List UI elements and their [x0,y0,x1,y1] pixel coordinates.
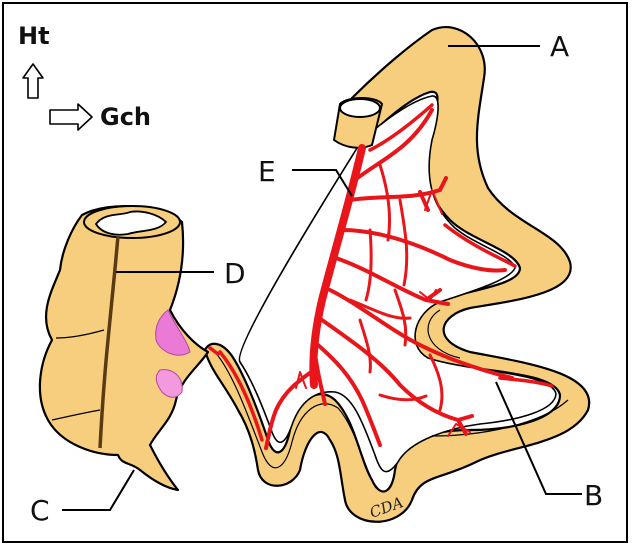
orientation-up-label: Ht [18,22,50,50]
small-intestine [205,27,589,522]
proximal-lumen [340,99,380,117]
label-D: D [224,257,246,290]
label-C: C [30,494,50,527]
label-E: E [258,155,276,188]
orientation-marker: Ht Gch [18,22,151,131]
leader-line-C [62,470,134,510]
colon [40,206,208,490]
label-A: A [550,30,569,63]
label-B: B [584,479,603,512]
label-group-C: C [30,470,134,527]
right-arrow-icon [50,104,92,130]
orientation-right-label: Gch [100,103,151,131]
up-arrow-icon [23,64,43,98]
